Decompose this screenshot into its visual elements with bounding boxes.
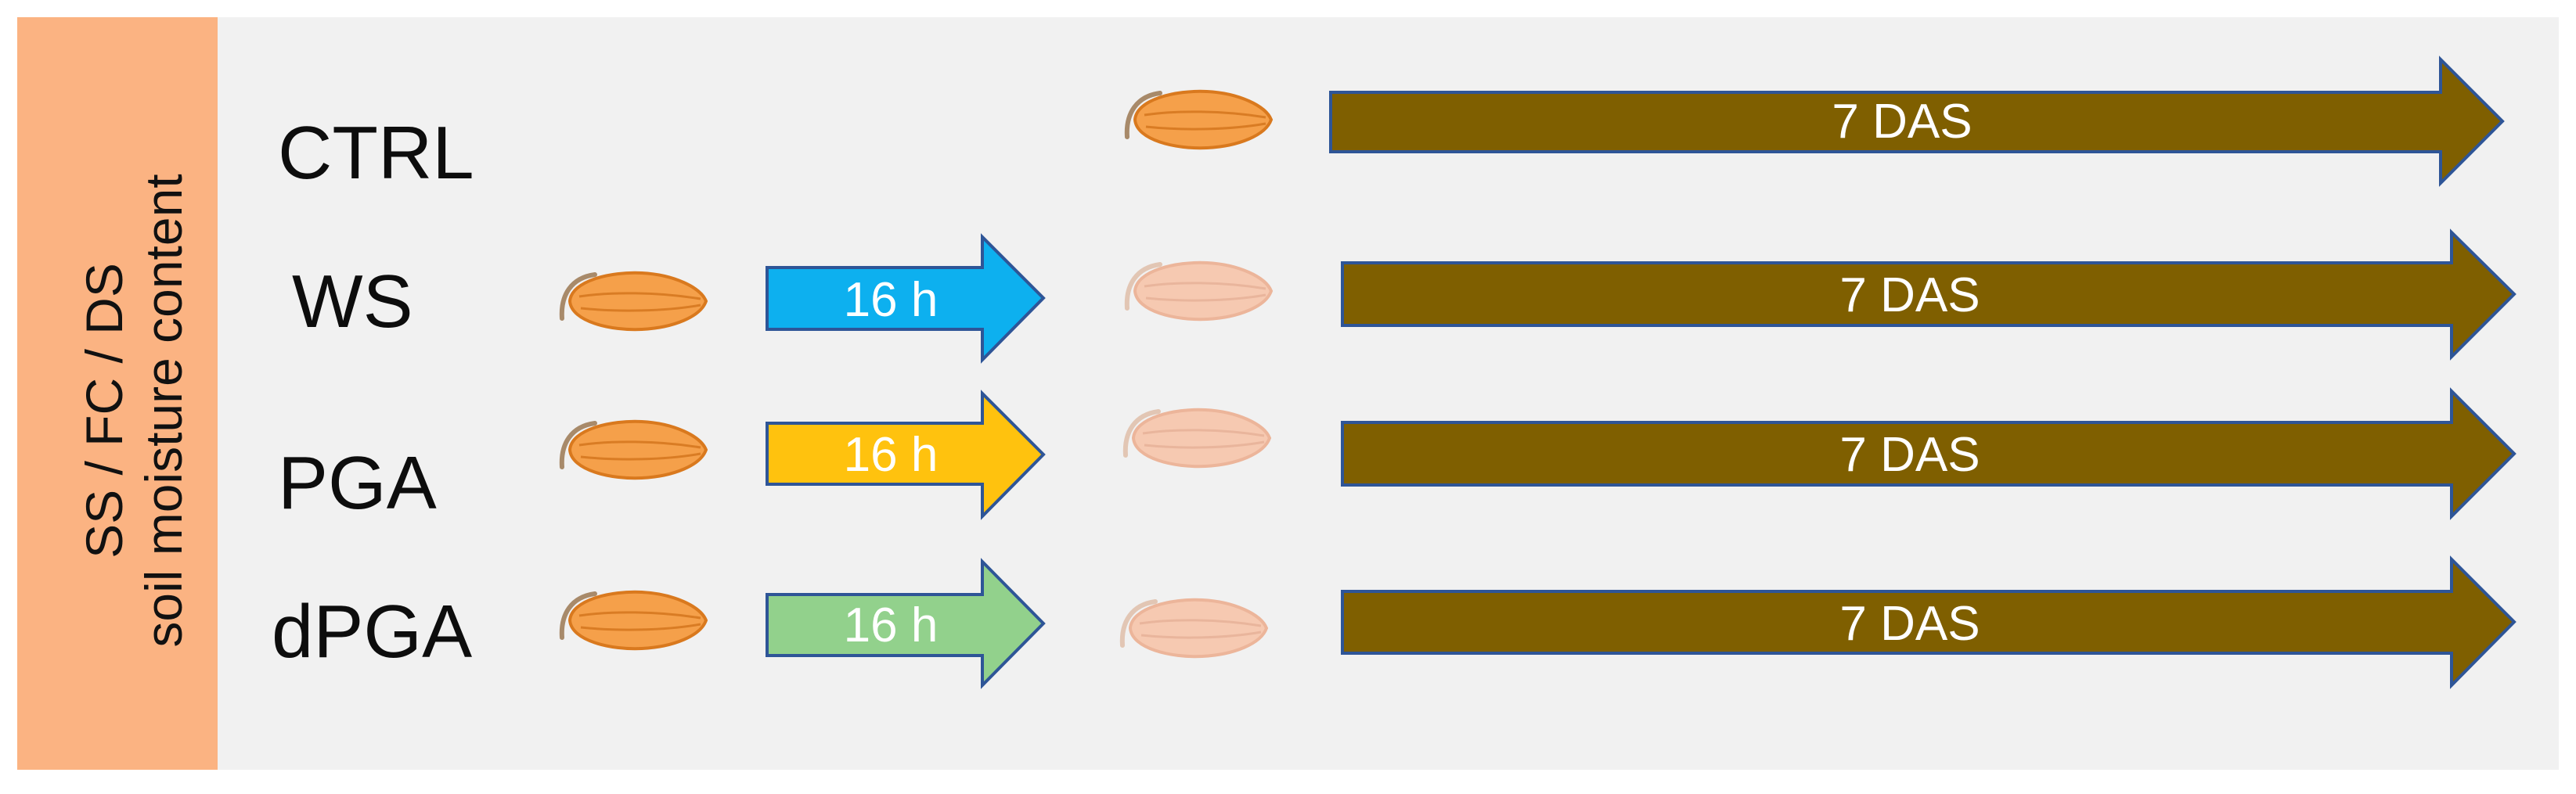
row-label-ws: WS (292, 260, 413, 343)
arrow-16h-pga (766, 390, 1046, 520)
seed-icon (1126, 410, 1270, 466)
seed-icon (562, 592, 706, 648)
row-label-ctrl: CTRL (278, 111, 474, 195)
arrow-label-7das-ws: 7 DAS (1839, 268, 1980, 322)
arrow-7das-ctrl (1329, 56, 2505, 187)
arrow-16h-dpga (766, 558, 1046, 689)
arrow-label-16h-dpga: 16 h (844, 598, 939, 652)
arrow-label-7das-pga: 7 DAS (1839, 428, 1980, 482)
seed-icon (562, 273, 706, 329)
arrow-7das-pga (1341, 387, 2517, 520)
arrow-7das-ws (1341, 228, 2517, 361)
moisture-condition-sidebar: SS / FC / DS soil moisture content (17, 17, 218, 770)
seed-icon (1127, 92, 1271, 148)
row-label-dpga: dPGA (272, 590, 473, 674)
row-label-pga: PGA (278, 441, 437, 525)
arrow-16h-ws (766, 233, 1046, 364)
seed-icon (1127, 263, 1271, 319)
arrow-label-7das-dpga: 7 DAS (1839, 597, 1980, 651)
seed-icon (562, 422, 706, 478)
seed-icon (1122, 600, 1266, 656)
arrow-label-16h-ws: 16 h (844, 273, 939, 327)
arrow-7das-dpga (1341, 555, 2517, 689)
arrow-label-16h-pga: 16 h (844, 428, 939, 482)
arrow-label-7das-ctrl: 7 DAS (1832, 95, 1972, 149)
